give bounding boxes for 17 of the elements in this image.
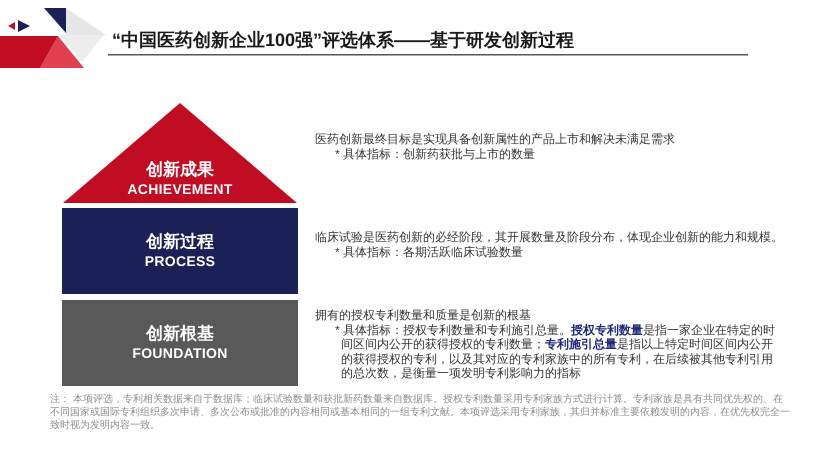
description-text: 临床试验是医药创新的必经阶段，其开展数量及阶段分布，体现企业创新的能力和规模。 bbox=[315, 230, 784, 244]
description-text: 拥有的授权专利数量和质量是创新的根基 bbox=[315, 308, 532, 322]
pyramid-tier bbox=[62, 208, 298, 294]
tier-title-zh: 创新成果 bbox=[146, 159, 214, 180]
indicator-text: * 具体指标：各期活跃临床试验数量 bbox=[334, 244, 524, 259]
pyramid-base bbox=[62, 300, 298, 386]
slide-title: “中国医药创新企业100强”评选体系——基于研发创新过程 bbox=[112, 29, 574, 52]
footnote-text: 注： 本项评选，专利相关数据来自于数据库；临床试验数量和获批新药数量来自数据库。授权专利数量采用专利家族方式进行计算。专利家族是具有共同优先权的、在不同国家或国际专利组织多次申请、多次公布或批准的内容相同或基本相同的一组专利文献。本项评选采用专利家族，其归并标准主要依赖发明的内容，在优先权完全一致时视为发明内容一致。 bbox=[50, 393, 790, 432]
indicator-text: * 具体指标：授权专利数量和专利施引总量。授权专利数量是指一家企业在特定的时间区间内公开的获得授权的专利数量；专利施引总量是指以上特定时间区间内公开的获得授权的专利，以及其对应的专利家族中的所有专利，在后续被其他专利引用的总次数，是衡量一项发明专利影响力的指标 bbox=[334, 322, 776, 380]
indicator-text: * 具体指标：创新药获批与上市的数量 bbox=[334, 146, 536, 161]
pyramid-apex bbox=[63, 103, 297, 203]
tier-title-en: PROCESS bbox=[144, 252, 216, 271]
tier-title-en: FOUNDATION bbox=[132, 344, 228, 363]
tier-title-zh: 创新过程 bbox=[146, 231, 214, 252]
tier-title-zh: 创新根基 bbox=[146, 323, 214, 344]
tier-title-en: ACHIEVEMENT bbox=[127, 180, 233, 199]
description-text: 医药创新最终目标是实现具备创新属性的产品上市和解决未满足需求 bbox=[315, 132, 676, 146]
